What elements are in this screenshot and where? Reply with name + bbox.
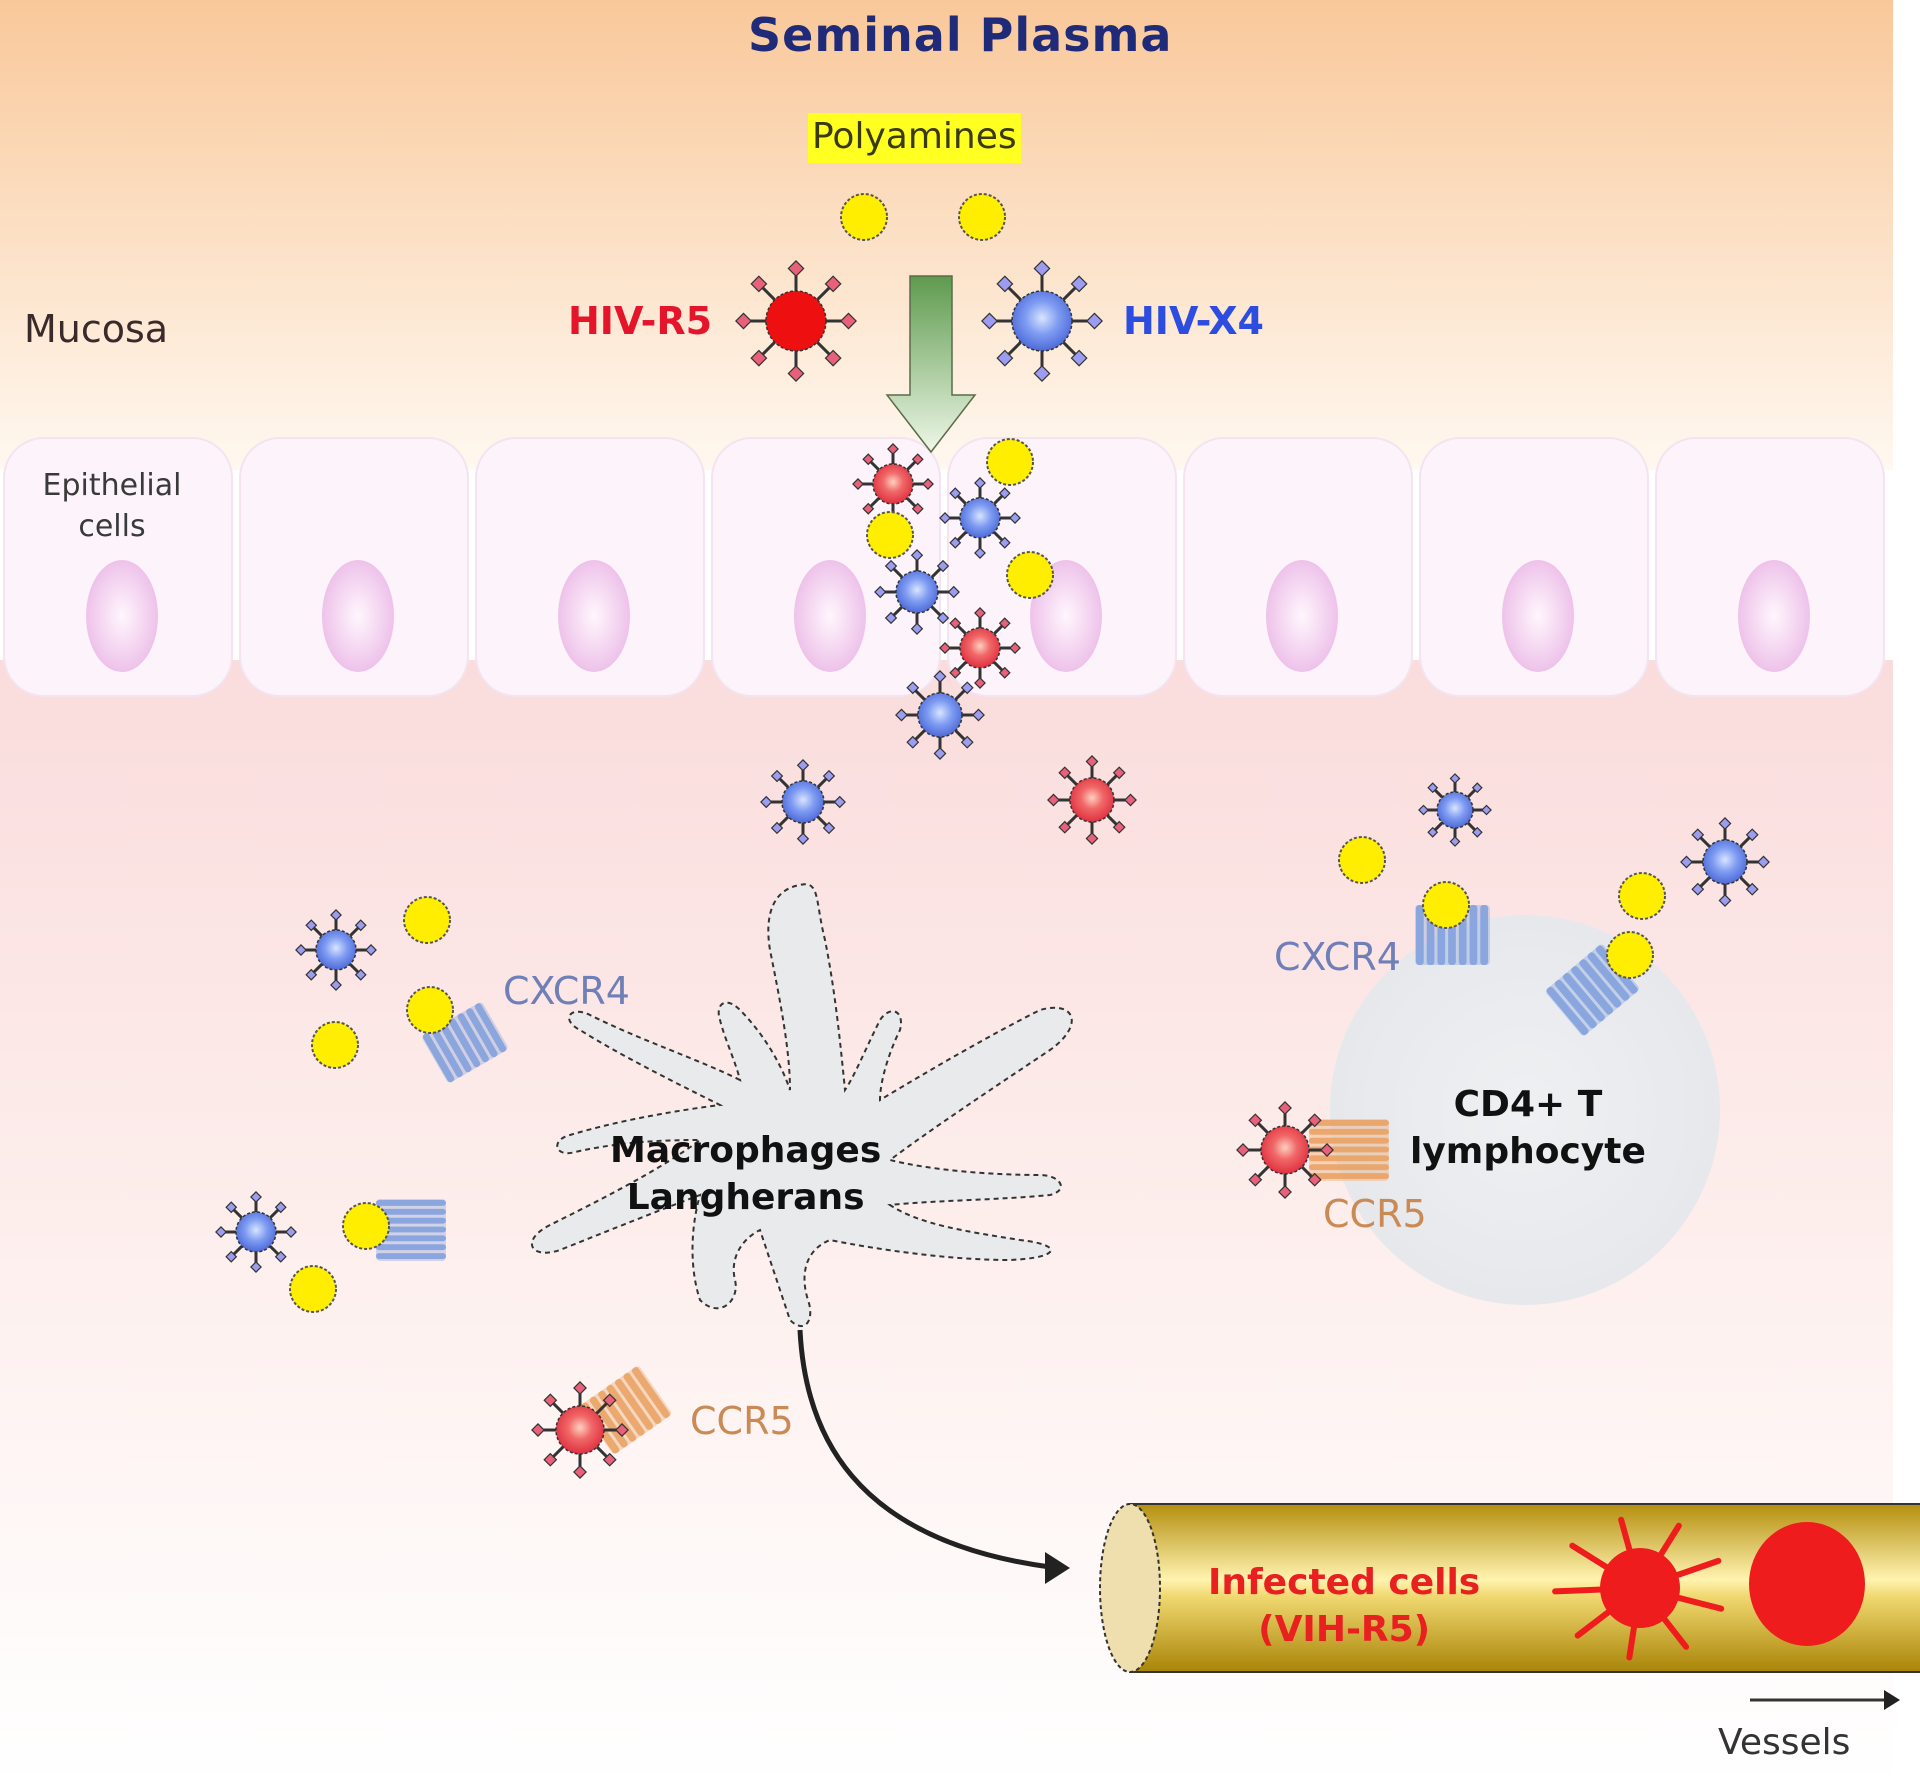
cxcr4-lymphocyte-label: CXCR4 xyxy=(1274,935,1401,979)
hiv-x4-virion-icon xyxy=(295,909,377,991)
lymphocyte-label-line2: lymphocyte xyxy=(1410,1130,1646,1172)
macrophage-label-line2: Langherans xyxy=(626,1176,865,1218)
hiv-r5-label: HIV-R5 xyxy=(568,299,713,343)
hiv-x4-virion-icon xyxy=(1418,773,1492,847)
lymphocyte-cell-body xyxy=(1330,915,1720,1305)
epithelial-label-line2: cells xyxy=(78,508,146,544)
migration-arrow-head-icon xyxy=(1045,1552,1070,1584)
cell-nucleus xyxy=(1266,560,1338,672)
epithelial-cells-label: Epithelial cells xyxy=(28,466,196,547)
hiv-x4-virion-icon xyxy=(939,477,1021,559)
infected-cells-label: Infected cells (VIH-R5) xyxy=(1208,1560,1480,1654)
macrophage-label: Macrophages Langherans xyxy=(610,1128,881,1222)
vessels-direction-arrow-icon xyxy=(1884,1690,1900,1710)
hiv-x4-virion-icon xyxy=(215,1191,297,1273)
ccr5-macrophage-label: CCR5 xyxy=(690,1399,794,1443)
polyamine-molecule-icon xyxy=(311,1021,359,1069)
mucosa-label: Mucosa xyxy=(24,307,169,351)
polyamine-molecule-icon xyxy=(1338,836,1386,884)
infected-cells-line1: Infected cells xyxy=(1208,1562,1481,1603)
cxcr4-receptor-macrophage xyxy=(422,1002,508,1083)
cxcr4-macrophage-label: CXCR4 xyxy=(503,969,630,1013)
title-seminal-plasma: Seminal Plasma xyxy=(748,8,1173,62)
infected-cells-line2: (VIH-R5) xyxy=(1258,1608,1431,1650)
polyamines-label: Polyamines xyxy=(808,113,1021,163)
epithelial-label-line1: Epithelial xyxy=(42,468,182,503)
hiv-r5-virion-icon xyxy=(1236,1101,1334,1199)
cell-nucleus xyxy=(322,560,394,672)
polyamine-molecule-icon xyxy=(342,1202,390,1250)
hiv-r5-virion-icon xyxy=(939,607,1021,689)
hiv-r5-legend-icon xyxy=(735,260,857,382)
macrophage-label-line1: Macrophages xyxy=(610,1130,882,1171)
hiv-x4-virion-icon xyxy=(895,670,985,760)
ccr5-lymphocyte-label: CCR5 xyxy=(1323,1192,1427,1236)
hiv-x4-virion-icon xyxy=(760,759,846,845)
cell-nucleus xyxy=(558,560,630,672)
polyamine-molecule-icon xyxy=(406,986,454,1034)
cell-nucleus xyxy=(1502,560,1574,672)
polyamine-molecule-icon xyxy=(866,511,914,559)
polyamine-molecule-icon xyxy=(1606,931,1654,979)
epithelial-layer xyxy=(3,437,1885,697)
polyamine-molecule-icon xyxy=(840,193,888,241)
infected-dendritic-cell-icon xyxy=(1552,1516,1725,1661)
lymphocyte-label: CD4+ T lymphocyte xyxy=(1410,1082,1646,1176)
blood-vessel-opening xyxy=(1099,1503,1161,1673)
hiv-r5-virion-icon xyxy=(1047,755,1137,845)
hiv-r5-virion-icon xyxy=(852,443,934,525)
infected-lymphocyte-icon xyxy=(1749,1522,1865,1646)
cxcr4-receptor-macrophage-2 xyxy=(376,1199,446,1261)
hiv-x4-legend-icon xyxy=(981,260,1103,382)
entry-arrow-icon xyxy=(885,275,977,454)
hiv-x4-virion-icon xyxy=(874,549,960,635)
cell-nucleus xyxy=(86,560,158,672)
polyamine-molecule-icon xyxy=(986,438,1034,486)
polyamine-molecule-icon xyxy=(1006,551,1054,599)
migration-arrow-icon xyxy=(797,1329,1051,1570)
polyamine-molecule-icon xyxy=(1618,872,1666,920)
polyamine-molecule-icon xyxy=(403,896,451,944)
lymphocyte-label-line1: CD4+ T xyxy=(1453,1084,1603,1125)
hiv-r5-virion-icon xyxy=(531,1381,629,1479)
hiv-x4-virion-icon xyxy=(1680,817,1770,907)
cell-nucleus xyxy=(794,560,866,672)
macrophage-cell-body xyxy=(530,883,1073,1328)
ccr5-receptor-lymphocyte xyxy=(1309,1119,1389,1181)
polyamine-molecule-icon xyxy=(289,1265,337,1313)
cell-nucleus xyxy=(1738,560,1810,672)
vessels-label: Vessels xyxy=(1718,1722,1851,1763)
polyamine-molecule-icon xyxy=(1422,881,1470,929)
polyamine-molecule-icon xyxy=(958,193,1006,241)
hiv-x4-label: HIV-X4 xyxy=(1123,299,1264,343)
